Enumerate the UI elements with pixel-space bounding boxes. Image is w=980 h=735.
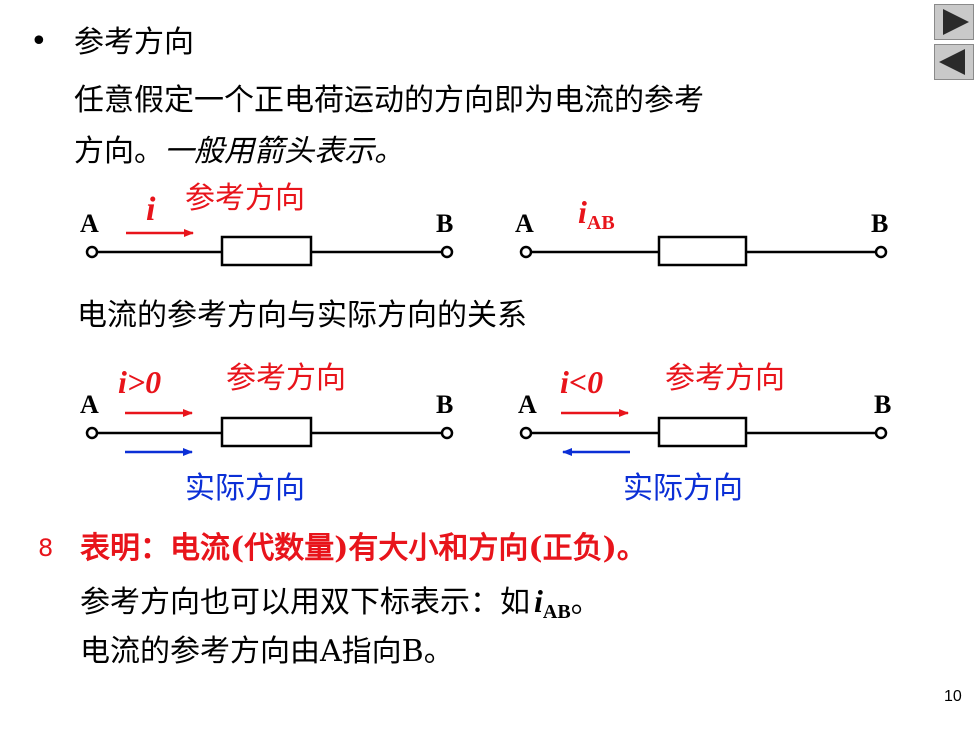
- terminal-b: [440, 245, 454, 259]
- page-number: 10: [944, 688, 962, 705]
- heading-title: 参考方向: [74, 25, 194, 60]
- actual-direction-label: 实际方向: [185, 471, 305, 506]
- node-b-label: B: [436, 390, 454, 419]
- resistor: [657, 416, 748, 448]
- relation-title: 电流的参考方向与实际方向的关系: [77, 298, 527, 333]
- node-a-label: A: [80, 390, 99, 419]
- circuit-2: [519, 235, 888, 267]
- note-line-3: 电流的参考方向由A指向B。: [80, 634, 454, 669]
- play-right-icon: [943, 9, 969, 35]
- play-left-icon: [939, 49, 965, 75]
- terminal-b: [440, 426, 454, 440]
- terminal-b: [874, 426, 888, 440]
- circuit-3: [85, 409, 454, 456]
- note-bullet-icon: 8: [38, 534, 54, 562]
- terminal-b: [874, 245, 888, 259]
- next-slide-button[interactable]: [934, 4, 974, 40]
- resistor: [220, 235, 313, 267]
- reference-direction-label: 参考方向: [226, 361, 346, 396]
- node-b-label: B: [436, 209, 454, 238]
- node-a-label: A: [518, 390, 537, 419]
- condition-label: i<0: [560, 364, 604, 400]
- current-i-label: i: [146, 191, 156, 228]
- node-a-label: A: [515, 209, 534, 238]
- reference-direction-label: 参考方向: [665, 361, 785, 396]
- actual-direction-label: 实际方向: [623, 471, 743, 506]
- current-iab-label: iAB: [578, 194, 615, 234]
- terminal-a: [519, 426, 533, 440]
- terminal-a: [85, 245, 99, 259]
- terminal-a: [85, 426, 99, 440]
- terminal-a: [519, 245, 533, 259]
- heading-bullet: •: [30, 24, 48, 59]
- node-a-label: A: [80, 209, 99, 238]
- resistor: [220, 416, 313, 448]
- resistor: [657, 235, 748, 267]
- previous-slide-button[interactable]: [934, 44, 974, 80]
- definition-line-1: 任意假定一个正电荷运动的方向即为电流的参考: [74, 83, 704, 118]
- circuit-4: [519, 409, 888, 456]
- condition-label: i>0: [118, 364, 162, 400]
- definition-italic-text: 一般用箭头表示。: [164, 134, 404, 169]
- node-b-label: B: [874, 390, 892, 419]
- definition-text: 方向。: [74, 134, 164, 169]
- note-line-1: 表明：电流(代数量)有大小和方向(正负)。: [80, 531, 647, 566]
- circuit-1: [85, 229, 454, 267]
- node-b-label: B: [871, 209, 889, 238]
- reference-direction-label: 参考方向: [185, 181, 305, 216]
- definition-line-2: 方向。一般用箭头表示。: [74, 133, 404, 171]
